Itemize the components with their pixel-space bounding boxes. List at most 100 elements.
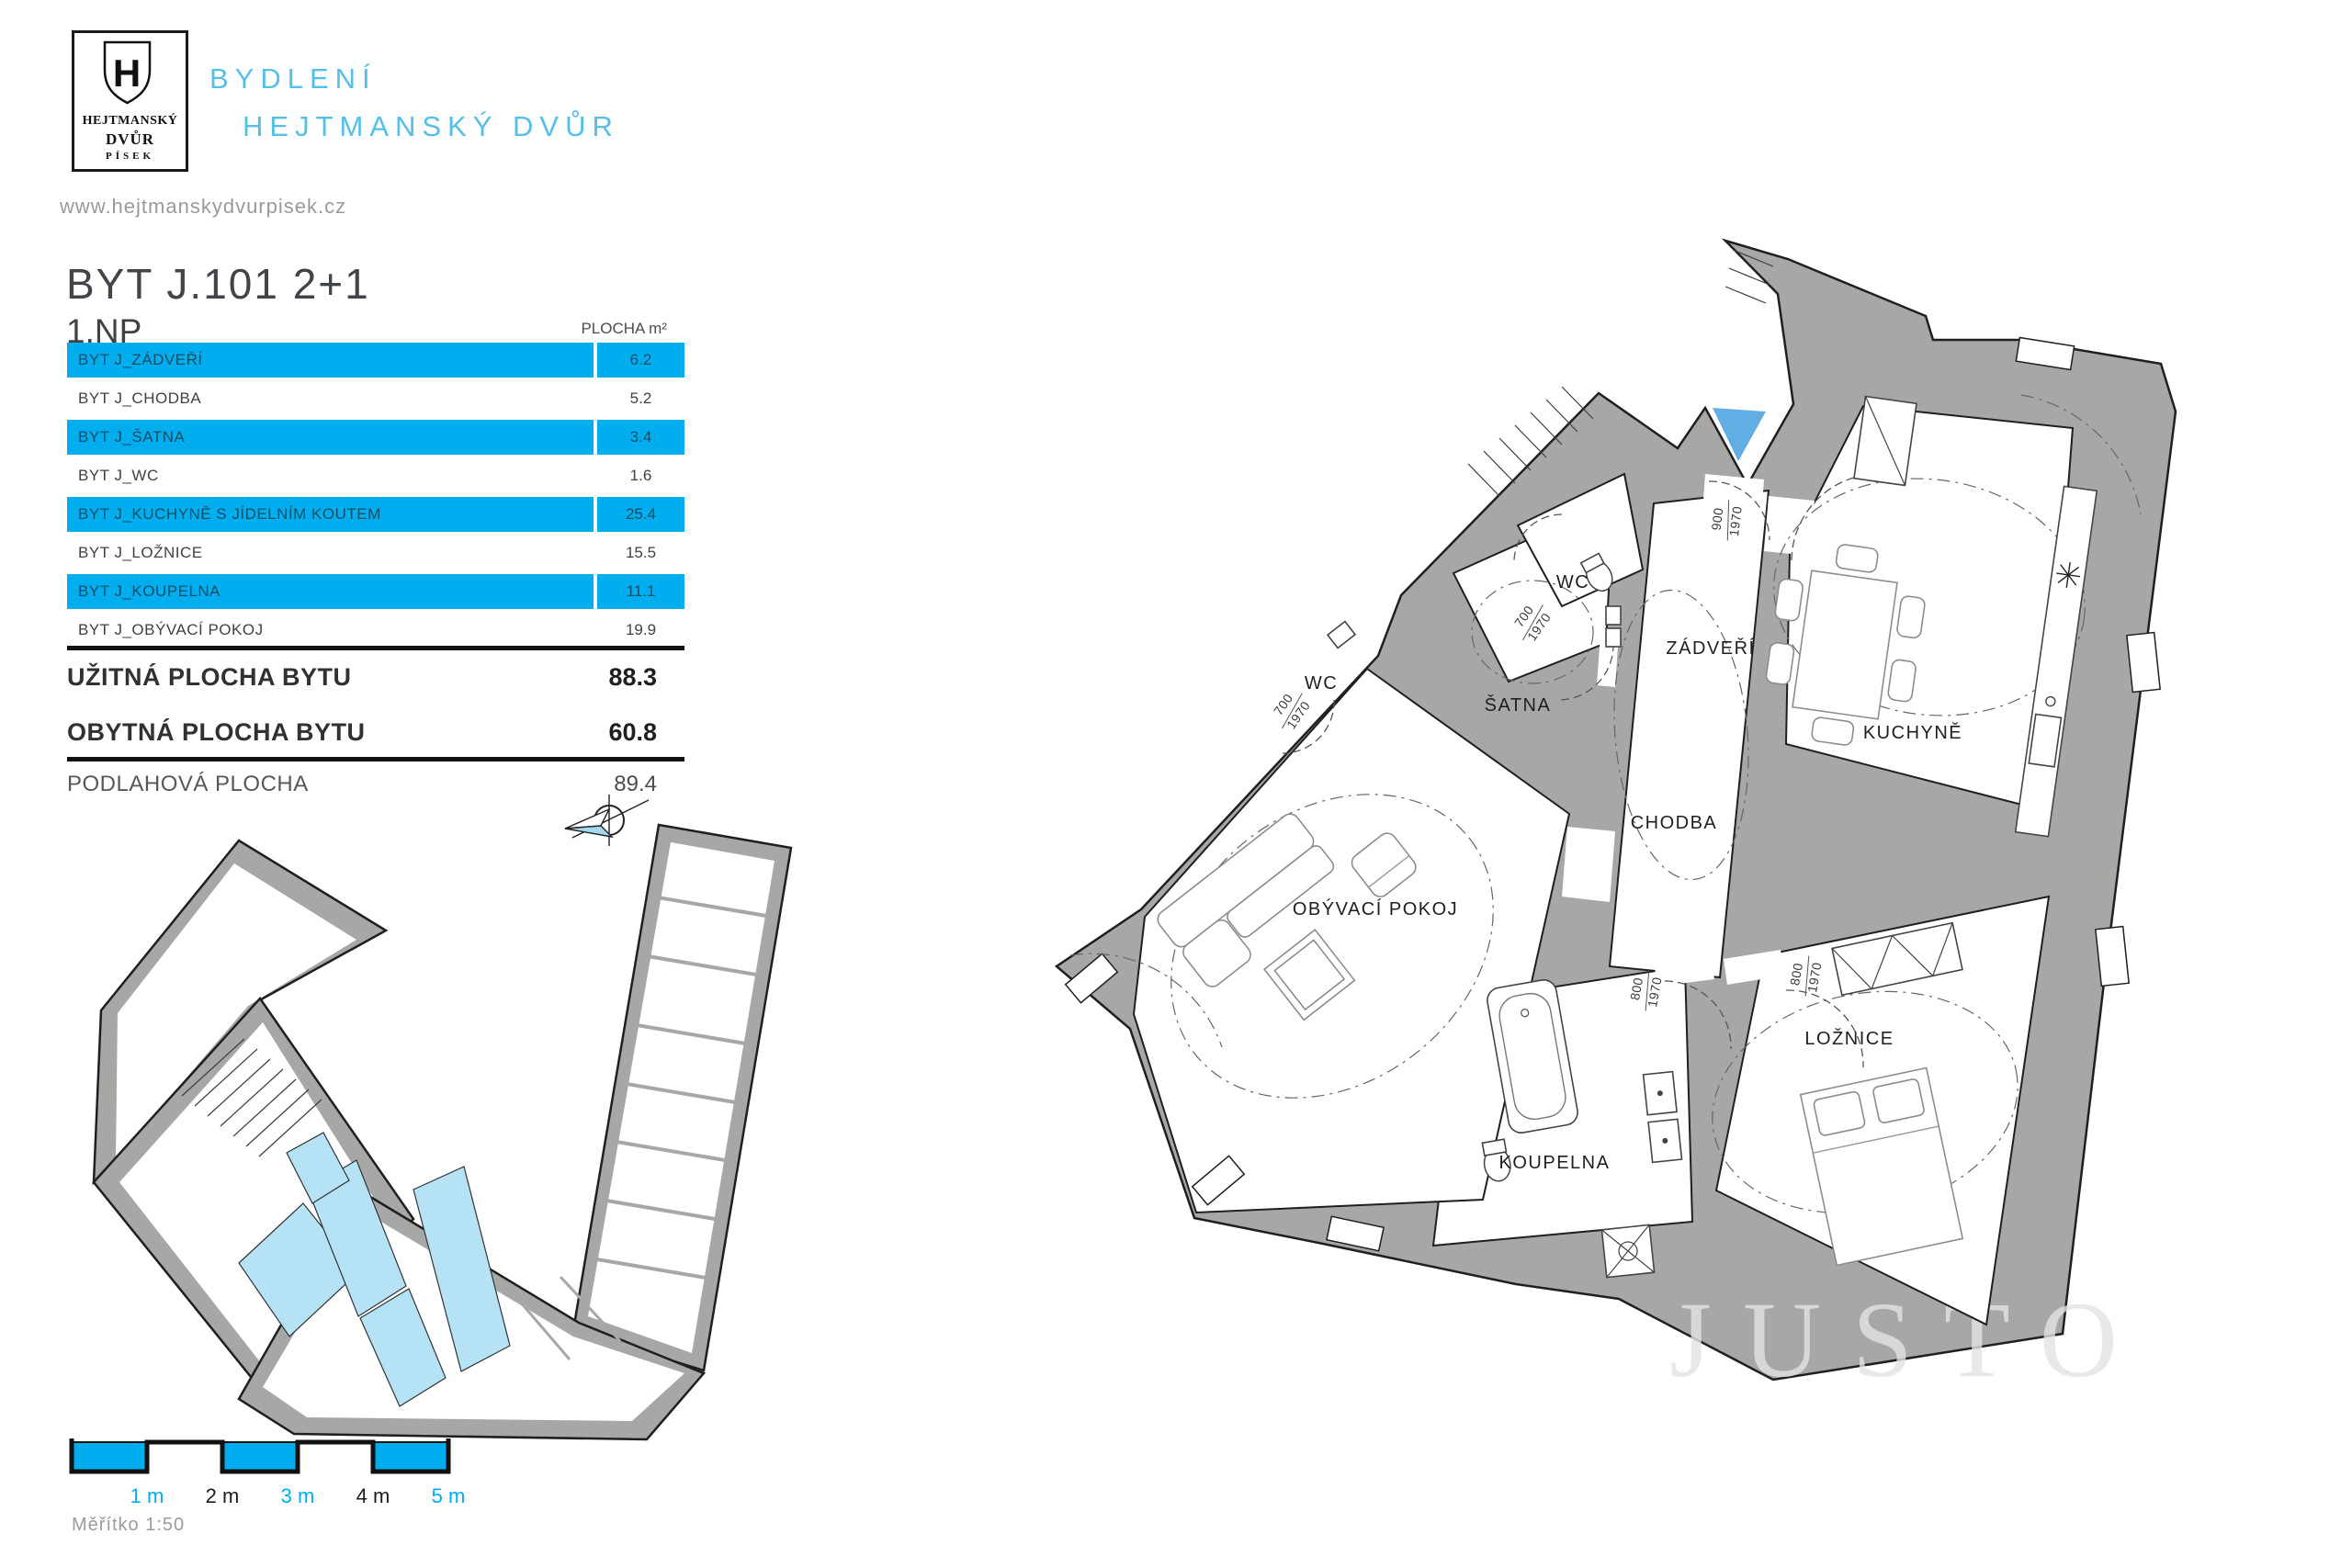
divider (67, 646, 684, 650)
svg-text:7001970: 7001970 (1269, 688, 1314, 732)
toilet-bathroom (1481, 1138, 1511, 1182)
summary-value: 89.4 (614, 772, 657, 796)
room-name: BYT J_ZÁDVEŘÍ (67, 343, 594, 378)
label-kuchyne: KUCHYNĚ (1863, 722, 1962, 743)
room-name: BYT J_CHODBA (78, 389, 202, 407)
room-area: 6.2 (597, 343, 684, 378)
wardrobe (1831, 921, 1963, 997)
scale-label-4m: 4 m (356, 1484, 390, 1507)
summary-living-area: OBYTNÁ PLOCHA BYTU 60.8 (67, 718, 684, 747)
room-area: 19.9 (625, 621, 657, 638)
bathtub (1487, 979, 1578, 1134)
mini-wing-upperleft-interior (116, 863, 356, 1160)
summary-label: UŽITNÁ PLOCHA BYTU (67, 663, 352, 691)
watermark: JUSTO (1669, 1280, 2149, 1400)
scale-label-2m: 2 m (206, 1484, 240, 1507)
summary-usable-area: UŽITNÁ PLOCHA BYTU 88.3 (67, 663, 684, 692)
plan-arcs (1069, 394, 2142, 1214)
scale-bar-wave (69, 1438, 451, 1474)
brand-title-line1: BYDLENÍ (209, 62, 377, 95)
building-overview-plan (92, 795, 793, 1441)
brand-title: BYDLENÍ HEJTMANSKÝ DVŮR (209, 62, 613, 142)
kitchen-cabinet (1853, 395, 1917, 487)
washbasins (1642, 1070, 1683, 1164)
room-area: 3.4 (597, 420, 684, 455)
room-name: BYT J_OBÝVACÍ POKOJ (78, 621, 264, 638)
armchair (1351, 832, 1417, 897)
room-area-table: BYT J_ZÁDVEŘÍ 6.2 BYT J_CHODBA 5.2 BYT J… (67, 343, 684, 651)
room-name: BYT J_WC (78, 467, 159, 484)
room-name: BYT J_KOUPELNA (67, 574, 594, 609)
label-zadveri: ZÁDVEŘÍ (1666, 637, 1755, 659)
passage-obyvaci (1562, 827, 1615, 902)
room-name: BYT J_ŠATNA (67, 420, 594, 455)
label-chodba: CHODBA (1631, 813, 1718, 833)
label-wc-outer: WC (1305, 673, 1338, 694)
room-name: BYT J_LOŽNICE (78, 544, 203, 561)
electrical-boxes (1326, 605, 1622, 649)
table-row: BYT J_CHODBA 5.2 (67, 381, 684, 416)
scale-label-5m: 5 m (432, 1484, 466, 1507)
logo-text-1: HEJTMANSKÝ (82, 114, 178, 128)
dim-loznice-door: 8001970 (1786, 955, 1825, 997)
logo: H HEJTMANSKÝ DVŮR PÍSEK (72, 30, 188, 172)
dim-entrance: 9001970 (1708, 500, 1745, 541)
svg-text:9001970: 9001970 (1708, 502, 1745, 536)
label-satna: ŠATNA (1485, 694, 1552, 716)
summary-floor-area: PODLAHOVÁ PLOCHA 89.4 (67, 772, 684, 797)
label-koupelna: KOUPELNA (1499, 1153, 1611, 1173)
room-area: 25.4 (597, 497, 684, 532)
divider (67, 757, 684, 761)
room-area: 15.5 (625, 544, 657, 561)
table-row: BYT J_KOUPELNA 11.1 (67, 574, 684, 609)
room-area: 1.6 (629, 467, 652, 484)
label-wc: WC (1556, 572, 1589, 592)
unit-title: BYT J.101 2+1 (66, 260, 370, 308)
room-area: 5.2 (629, 389, 652, 407)
table-row: BYT J_KUCHYNĚ S JÍDELNÍM KOUTEM 25.4 (67, 497, 684, 532)
summary-value: 60.8 (608, 718, 657, 746)
mini-junction-partitions (513, 1275, 622, 1360)
mini-apartment-highlight (238, 1132, 511, 1407)
room-obyvaci-pokoj (1132, 667, 1571, 1214)
area-column-header: PLOCHA m² (581, 320, 667, 337)
bed (1799, 1066, 1964, 1267)
passage-koupelna (1654, 953, 1714, 987)
table-row: BYT J_LOŽNICE 15.5 (67, 536, 684, 570)
north-arrow-icon (564, 795, 650, 846)
dim-koupelna-door: 8001970 (1626, 970, 1665, 1011)
website-url: www.hejtmanskydvurpisek.cz (60, 195, 347, 218)
stair-hatch (1467, 249, 1774, 497)
scale-caption: Měřítko 1:50 (72, 1515, 185, 1535)
summary-value: 88.3 (608, 663, 657, 691)
logo-shield-icon: H (103, 40, 152, 105)
washing-machine (1600, 1224, 1656, 1279)
svg-text:H: H (113, 51, 141, 95)
logo-text-2: DVŮR (105, 130, 155, 148)
scale-label-1m: 1 m (130, 1484, 164, 1507)
label-loznice: LOŽNICE (1804, 1028, 1894, 1049)
svg-text:8001970: 8001970 (1626, 973, 1664, 1009)
passage-kuchyne (1764, 496, 1815, 556)
kitchen-counter (2014, 485, 2098, 838)
scale-bar: 1 m 2 m 3 m 4 m 5 m Měřítko 1:50 (69, 1438, 466, 1535)
scale-label-3m: 3 m (281, 1484, 315, 1507)
passage-loznice (1724, 950, 1784, 985)
table-row: BYT J_ŠATNA 3.4 (67, 420, 684, 455)
table-row: BYT J_WC 1.6 (67, 458, 684, 493)
room-name: BYT J_KUCHYNĚ S JÍDELNÍM KOUTEM (67, 497, 594, 532)
summary-label: OBYTNÁ PLOCHA BYTU (67, 718, 366, 746)
toilet-wc (1579, 552, 1613, 592)
table-row: BYT J_ZÁDVEŘÍ 6.2 (67, 343, 684, 378)
table-row: BYT J_OBÝVACÍ POKOJ 19.9 (67, 613, 684, 648)
label-obyvaci-pokoj: OBÝVACÍ POKOJ (1293, 898, 1458, 919)
mini-wing-partitions (596, 896, 767, 1280)
summary-label: PODLAHOVÁ PLOCHA (67, 772, 309, 796)
svg-text:8001970: 8001970 (1786, 958, 1824, 994)
entrance-arrow-icon (1713, 408, 1766, 461)
main-floor-plan: JUSTO (1054, 238, 2177, 1400)
brand-title-line2: HEJTMANSKÝ DVŮR (243, 110, 619, 142)
room-area: 11.1 (597, 574, 684, 609)
logo-text-3: PÍSEK (105, 151, 154, 162)
